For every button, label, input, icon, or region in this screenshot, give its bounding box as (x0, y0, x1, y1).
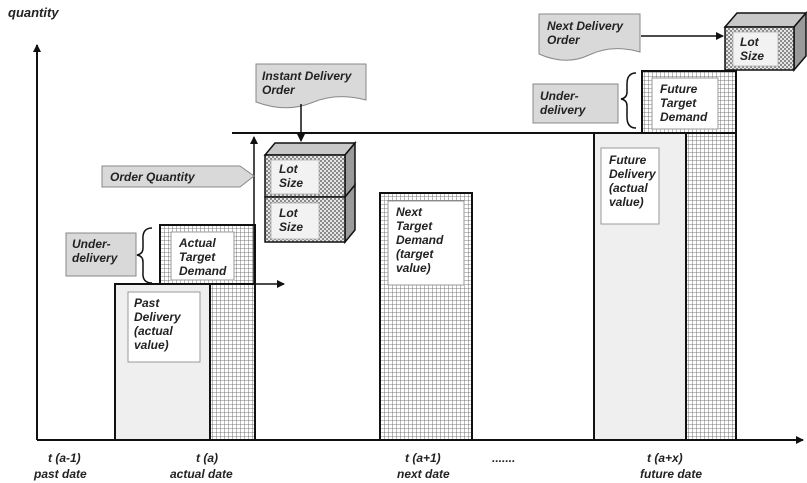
next-delivery-order-callout (538, 13, 641, 61)
lot-size-cube-bottom (264, 182, 356, 245)
next-delivery-order-label: Next Delivery Order (547, 19, 624, 47)
future-target-demand-box (651, 77, 719, 130)
brace-left (136, 227, 153, 284)
order-quantity-label: Order Quantity (110, 170, 195, 184)
tick-label-past-line2: past date (34, 467, 87, 481)
next-target-demand-label: Next Target Demand (target value) (396, 205, 444, 275)
next-target-demand-box (387, 200, 465, 286)
tick-label-actual-line2: actual date (170, 467, 233, 481)
lot-size-bottom-label: Lot Size (279, 206, 304, 234)
actual-target-demand-label: Actual Target Demand (179, 236, 227, 278)
tick-label-future-line1: t (a+x) (647, 451, 683, 465)
actual-target-demand-box (170, 231, 235, 281)
future-delivery-label: Future Delivery (actual value) (609, 153, 656, 209)
instant-delivery-order-label: Instant Delivery Order (262, 69, 352, 97)
future-delivery-grid (685, 132, 737, 441)
underdelivery-left-callout (65, 232, 137, 277)
y-axis-label: quantity (8, 5, 59, 20)
tick-label-past-line1: t (a-1) (48, 451, 81, 465)
future-delivery-box (600, 147, 660, 225)
past-delivery-box (127, 291, 201, 363)
lot-size-cube-future (723, 10, 807, 73)
underdelivery-left-label: Under- delivery (72, 237, 118, 265)
tick-label-actual-line1: t (a) (196, 451, 218, 465)
tick-label-next-line1: t (a+1) (405, 451, 441, 465)
underdelivery-right-label: Under- delivery (540, 89, 586, 117)
lot-size-future-label: Lot Size (740, 35, 765, 63)
future-target-demand-label: Future Target Demand (660, 82, 708, 124)
past-delivery-grid (209, 283, 256, 441)
past-delivery-label: Past Delivery (actual value) (134, 296, 181, 352)
tick-label-next-line2: next date (397, 467, 450, 481)
instant-delivery-order-callout (255, 63, 367, 109)
lot-size-top-label: Lot Size (279, 162, 304, 190)
tick-label-ellipsis: ....... (492, 451, 516, 465)
order-quantity-callout (101, 165, 255, 188)
brace-right (620, 72, 637, 129)
underdelivery-right-callout (532, 83, 619, 124)
tick-label-future-line2: future date (640, 467, 703, 481)
